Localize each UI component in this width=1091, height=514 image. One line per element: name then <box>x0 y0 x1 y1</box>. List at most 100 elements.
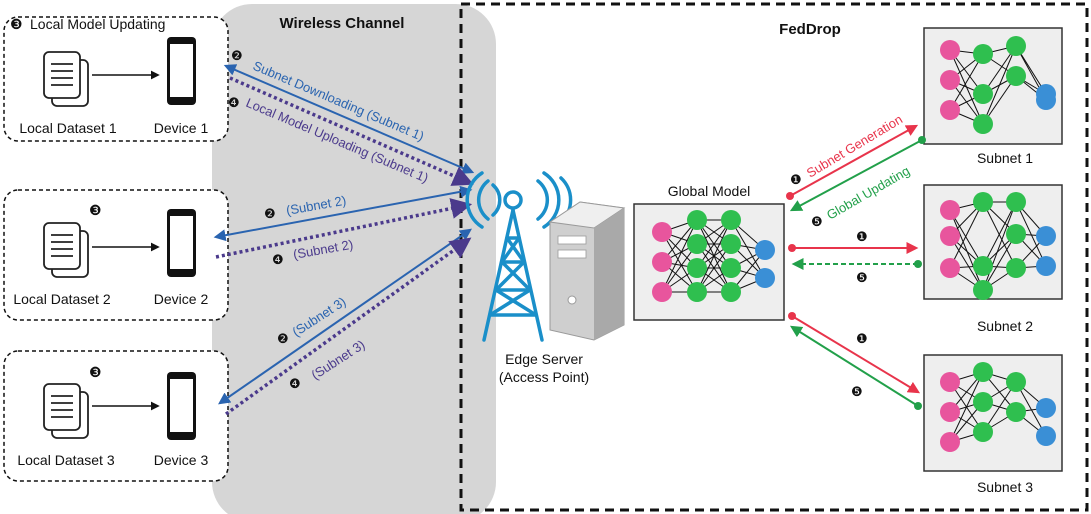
upload-step-3: ❹ <box>289 376 301 391</box>
network-node <box>940 70 960 90</box>
network-node <box>1006 372 1026 392</box>
device-group-1: ❸ Local Model Updating Local Dataset 1 D… <box>3 16 229 142</box>
updating-step-3: ❺ <box>851 384 863 399</box>
network-node <box>940 258 960 278</box>
network-node <box>721 258 741 278</box>
network-edge <box>1015 201 1047 267</box>
network-node <box>721 210 741 230</box>
subnet-download-arrow-1 <box>223 64 475 174</box>
subnet-3-label: Subnet 3 <box>977 479 1033 495</box>
server-label-line1: Edge Server <box>505 351 583 367</box>
network-node <box>1006 258 1026 278</box>
global-model-network <box>652 210 775 302</box>
network-node <box>973 362 993 382</box>
network-node <box>1036 426 1056 446</box>
network-node <box>940 372 960 392</box>
server-icon <box>548 201 626 341</box>
server-label-line2: (Access Point) <box>499 369 589 385</box>
network-node <box>687 234 707 254</box>
network-node <box>973 422 993 442</box>
device-group-3: ❸ Local Dataset 3 Device 3 <box>3 350 229 482</box>
global-model-label: Global Model <box>668 183 751 199</box>
model-upload-arrow-3 <box>224 237 472 416</box>
network-node <box>652 282 672 302</box>
dataset-label: Local Dataset 3 <box>17 452 114 468</box>
network-edge <box>661 231 698 293</box>
device-group-2: ❸ Local Dataset 2 Device 2 <box>3 189 229 321</box>
network-edge <box>730 219 766 279</box>
updating-step-2: ❺ <box>856 270 868 285</box>
network-node <box>973 192 993 212</box>
network-node <box>1006 66 1026 86</box>
device-label: Device 3 <box>154 452 209 468</box>
network-node <box>973 280 993 300</box>
network-node <box>1036 226 1056 246</box>
network-node <box>1006 224 1026 244</box>
network-node <box>1036 256 1056 276</box>
network-node <box>687 210 707 230</box>
network-node <box>721 282 741 302</box>
download-step-2: ❷ <box>264 206 276 221</box>
dataset-label: Local Dataset 1 <box>19 120 116 136</box>
subnet-2-network <box>940 192 1056 300</box>
network-edge <box>696 219 732 293</box>
network-node <box>1036 398 1056 418</box>
device-label: Device 2 <box>154 291 209 307</box>
global-updating-arrow-3 <box>789 325 922 410</box>
network-node <box>940 432 960 452</box>
wireless-channel-band <box>212 4 496 514</box>
generation-step-1: ❶ <box>790 172 802 187</box>
network-node <box>973 256 993 276</box>
network-edge <box>949 201 984 269</box>
network-node <box>652 252 672 272</box>
network-node <box>1006 402 1026 422</box>
network-edge <box>949 235 984 291</box>
network-edge <box>661 219 698 293</box>
network-node <box>940 40 960 60</box>
feddrop-title: FedDrop <box>779 21 841 38</box>
generation-step-3: ❶ <box>856 331 868 346</box>
network-node <box>1036 90 1056 110</box>
network-node <box>687 258 707 278</box>
network-edge <box>982 233 1017 291</box>
network-node <box>755 268 775 288</box>
network-edge <box>949 53 984 111</box>
network-edge <box>949 371 984 443</box>
network-node <box>940 226 960 246</box>
smartphone-icon <box>167 372 196 440</box>
global-updating-arrow-1 <box>789 136 926 212</box>
network-node <box>973 392 993 412</box>
network-edge <box>982 201 1017 291</box>
device-label: Device 1 <box>154 120 209 136</box>
local-model-updating-step: ❸ <box>89 202 102 218</box>
smartphone-icon <box>167 37 196 105</box>
network-node <box>755 240 775 260</box>
dataset-icon <box>43 383 89 439</box>
download-step-1: ❷ <box>231 48 243 63</box>
network-node <box>940 200 960 220</box>
subnet-1-network <box>940 36 1056 134</box>
subnet-download-arrow-3 <box>218 228 472 405</box>
local-model-updating-label: Local Model Updating <box>30 16 165 32</box>
network-edge <box>982 45 1017 125</box>
network-node <box>973 84 993 104</box>
subnet-generation-arrow-3 <box>788 312 921 394</box>
subnet-2-label: Subnet 2 <box>977 318 1033 334</box>
network-node <box>721 234 741 254</box>
network-node <box>1006 192 1026 212</box>
upload-step-1: ❹ <box>228 95 240 110</box>
network-node <box>1006 36 1026 56</box>
network-node <box>973 44 993 64</box>
dataset-icon <box>43 222 89 278</box>
local-model-updating-step: ❸ <box>89 364 102 380</box>
network-edge <box>949 209 984 267</box>
updating-label-1: Global Updating <box>824 163 912 223</box>
wireless-channel-title: Wireless Channel <box>280 15 405 32</box>
network-node <box>940 402 960 422</box>
smartphone-icon <box>167 209 196 277</box>
network-edge <box>982 201 1017 267</box>
network-edge <box>1015 381 1047 437</box>
subnet-3-network <box>940 362 1056 452</box>
dataset-icon <box>43 51 89 107</box>
